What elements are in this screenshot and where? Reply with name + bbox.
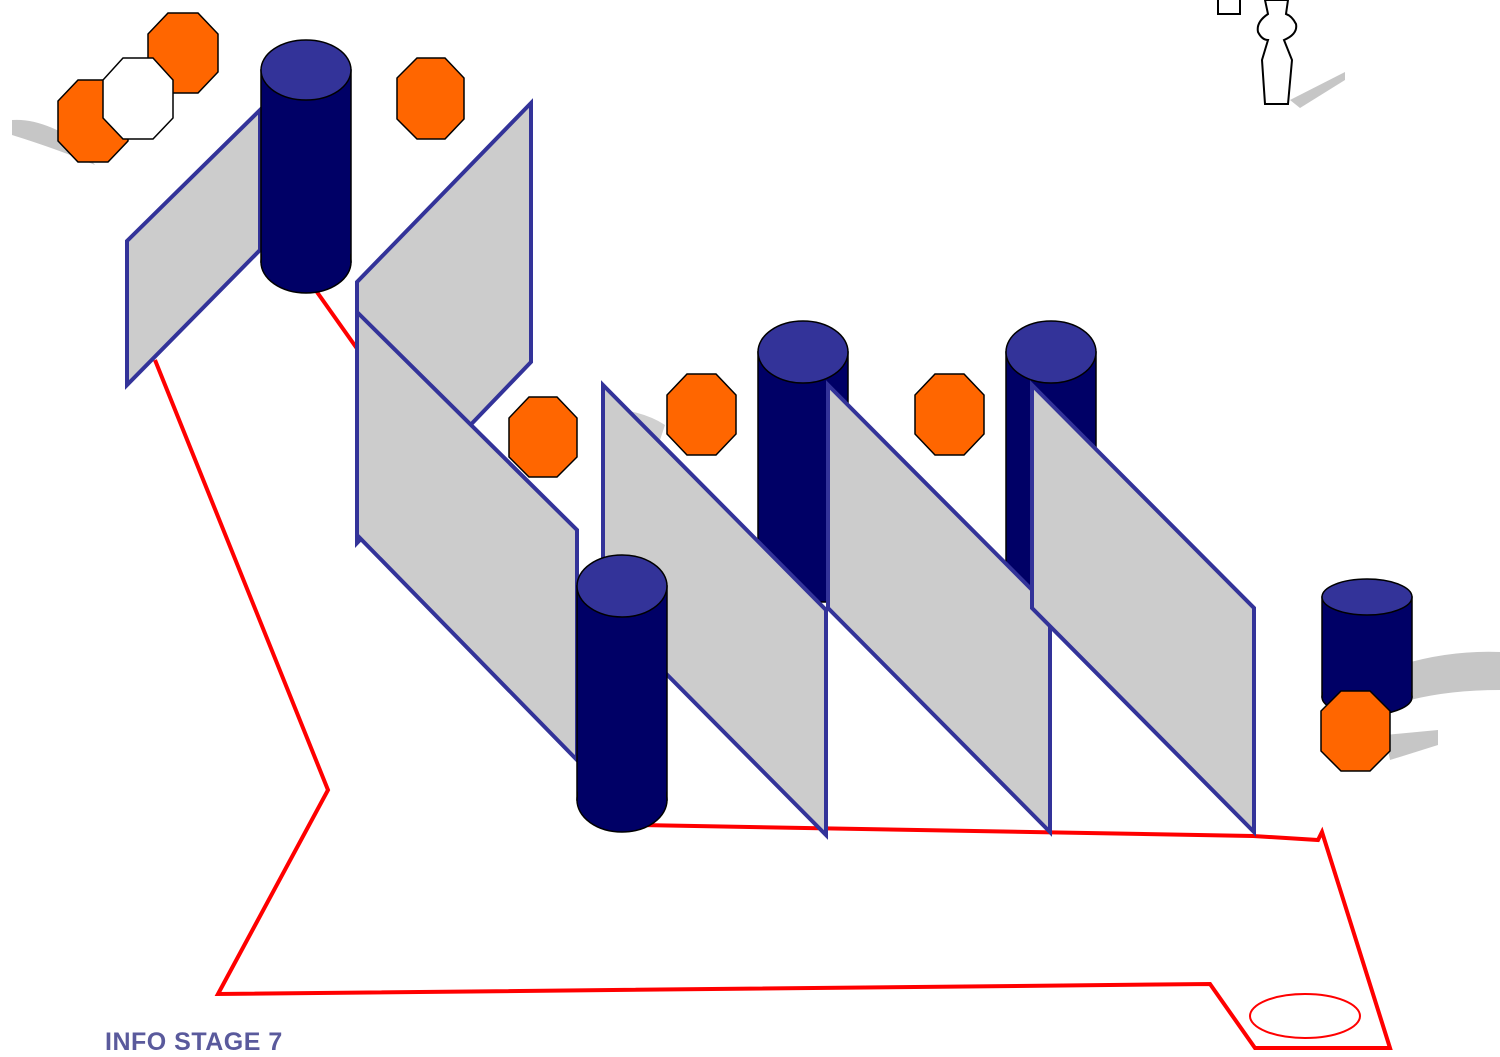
panel-wall-icon [826,380,1052,837]
barrel-icon [260,39,352,294]
octagon-cone-icon [666,373,737,456]
octagon-cone-icon [396,57,465,140]
octagon-cone-icon [1320,690,1391,772]
shooter-figure-icon [1217,0,1298,105]
fence-inner-segment [310,283,360,352]
no-shoot-target-icon [102,57,174,140]
panel-wall-icon [1030,380,1256,837]
panel-wall-icon [125,105,262,390]
fence-boundary [153,359,1393,1050]
stage-caption: INFO STAGE 7 [105,1028,283,1056]
panel-wall-icon [601,380,828,840]
octagon-cone-icon [508,396,578,478]
octagon-cone-icon [914,373,985,456]
barrel-icon [1321,578,1413,716]
start-circle-icon [1249,993,1361,1039]
barrel-icon [576,554,668,833]
